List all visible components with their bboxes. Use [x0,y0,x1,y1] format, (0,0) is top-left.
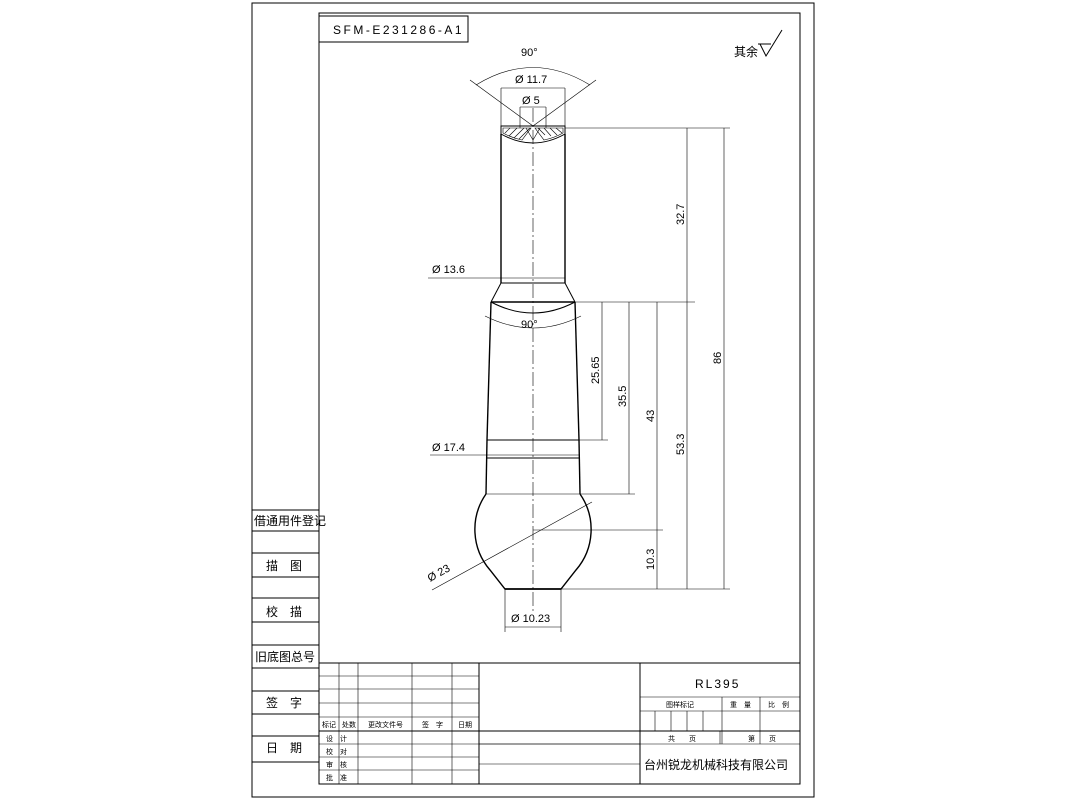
hdr-date: 日期 [458,721,472,729]
part-number: RL395 [695,677,740,691]
company-name: 台州锐龙机械科技有限公司 [644,757,788,772]
dim-hole-dia: Ø 5 [522,95,540,107]
hdr-change-doc: 更改文件号 [368,720,403,729]
date-label: 日 期 [266,741,302,755]
label-scale: 比 例 [768,700,789,709]
sheet-outer-border [251,2,815,798]
check-label: 校 描 [266,604,302,619]
dim-len-43: 43 [645,410,657,422]
part-outline [474,108,592,612]
dim-len-86: 86 [712,352,724,364]
drawing-number: SFM-E231286-A1 [333,23,464,37]
dim-len-35-5: 35.5 [617,386,629,407]
sheet-inner-frame [318,12,801,785]
draw-label: 描 图 [266,559,302,573]
roughness-symbol-icon [759,29,783,58]
dim-len-25-65: 25.65 [590,356,602,384]
role-design: 设 计 [326,734,347,743]
label-total-pages: 共 页 [668,734,696,743]
dim-mid-angle: 90° [521,319,538,331]
dim-len-10-3: 10.3 [645,549,657,570]
title-block: 标记 处数 更改文件号 签 字 日期 设 计 校 对 审 核 批 准 RL395… [319,662,800,784]
hdr-signature: 签 字 [422,720,443,729]
dimension-lines [428,67,730,632]
dim-len-53-3: 53.3 [675,434,687,455]
dim-top-angle: 90° [521,47,538,59]
role-review: 审 核 [326,760,347,769]
role-proof: 校 对 [326,747,347,756]
sign-label: 签 字 [266,695,302,710]
dim-shank-dia: Ø 13.6 [432,264,465,276]
dim-len-32-7: 32.7 [675,204,687,225]
drawing-number-box [318,15,469,43]
label-weight: 重 量 [730,701,751,709]
label-stage-mark: 图样标记 [666,700,694,709]
old-base-label: 旧底图总号 [255,649,315,664]
roughness-note: 其余 [734,44,758,59]
label-sheet: 第 页 [748,734,776,743]
hdr-count: 处数 [342,720,356,729]
register-label: 借通用件登记 [254,513,326,528]
dim-top-dia: Ø 11.7 [515,74,547,86]
dim-tip-dia: Ø 10.23 [511,613,550,625]
side-panel: 借通用件登记 描 图 校 描 旧底图总号 签 字 日 期 [252,509,326,763]
dim-neck-dia: Ø 17.4 [432,442,465,454]
section-hatch [502,127,564,141]
role-approve: 批 准 [326,773,347,782]
hdr-mark: 标记 [322,720,336,729]
